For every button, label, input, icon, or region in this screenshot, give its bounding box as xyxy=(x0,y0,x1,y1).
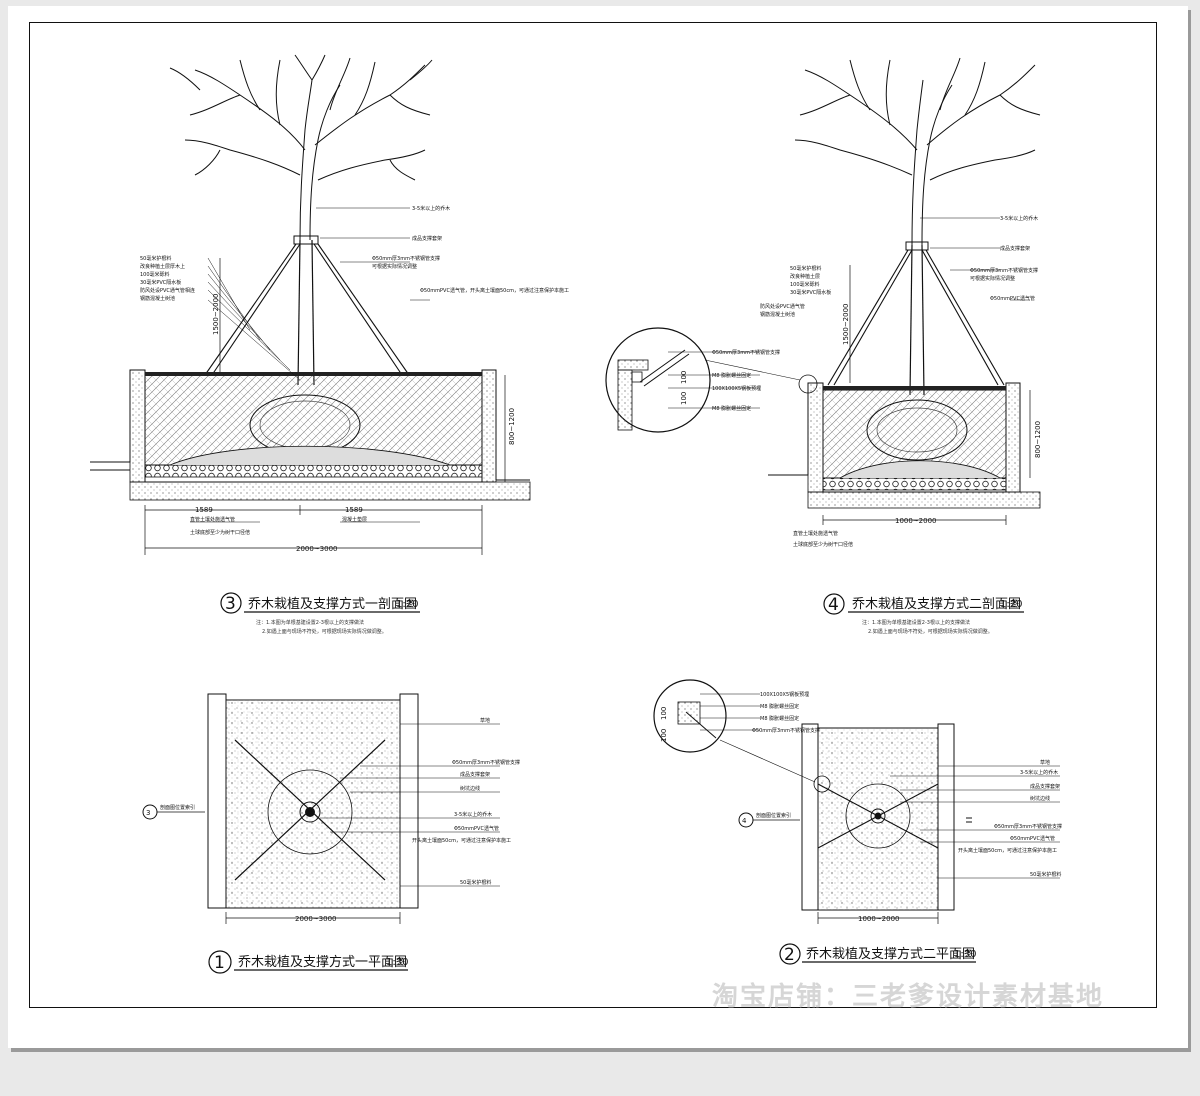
drawing-frame xyxy=(29,22,1157,1008)
s3-title: 乔木栽植及支撑方式一剖面图 xyxy=(248,596,417,612)
s3-right-label-2: Φ50mm厚3mm不锈钢管支撑 xyxy=(372,255,440,262)
s4-left-label-3: 30毫米PVC隔水板 xyxy=(790,289,831,296)
p1-label-1: Φ50mm厚3mm不锈钢管支撑 xyxy=(452,759,520,766)
s4-detail-label-0: Φ50mm厚3mm不锈钢管支撑 xyxy=(712,349,780,356)
p1-number: 1 xyxy=(214,953,225,973)
s3-right-label-0: 3-5米以上的乔木 xyxy=(412,205,450,212)
p2-side-number: 4 xyxy=(742,817,747,825)
p1-dim-0: 2000~3000 xyxy=(295,915,337,923)
tree-crown-icon xyxy=(794,57,1041,246)
p2-label-1: 3-5米以上的乔木 xyxy=(1020,769,1058,776)
p2-number: 2 xyxy=(784,945,795,965)
p2-dim-2: 100 xyxy=(660,729,668,742)
s3-dim-4: 800~1200 xyxy=(508,408,516,445)
p2-detail-label-1: M8 膨胀螺丝固定 xyxy=(760,703,799,710)
s4-right-label-0: 3-5米以上的乔木 xyxy=(1000,215,1038,222)
p2-label-3: 树坑边线 xyxy=(1030,795,1050,802)
p2-label-7: 50毫米护根料 xyxy=(1030,871,1061,878)
p1-label-5: Φ50mmPVC透气管 xyxy=(454,825,499,832)
s3-left-label-0: 50毫米护根料 xyxy=(140,255,171,262)
s4-title: 乔木栽植及支撑方式二剖面图 xyxy=(852,596,1021,612)
s4-right-label-3: 可根据实际情况调整 xyxy=(970,275,1015,282)
p1-left-label: 剖面图位置索引 xyxy=(160,804,195,811)
s3-dim-1: 1589 xyxy=(345,506,363,514)
p2-label-5: Φ50mmPVC透气管 xyxy=(1010,835,1055,842)
s3-right-label-4: Φ50mmPVC透气管，开头离土壤面50cm，可通过注意保护本施工 xyxy=(420,287,569,294)
s4-dim-0: 1000~2000 xyxy=(895,517,937,525)
p2-detail-label-0: 100X100X5钢板预埋 xyxy=(760,691,809,698)
s4-dim-3: 100 xyxy=(680,371,688,384)
section-3-drawing xyxy=(90,54,531,555)
p2-detail-label-3: Φ50mm厚3mm不锈钢管支撑 xyxy=(752,727,820,734)
s4-left-label-5: 钢筋混凝土树池 xyxy=(760,311,795,318)
s4-left-label-4: 防风处设PVC通气管 xyxy=(760,303,805,310)
s4-left-label-2: 100毫米砾料 xyxy=(790,281,820,288)
p1-number-circle xyxy=(208,950,232,974)
tree-crown-icon xyxy=(169,54,433,241)
plan-1-drawing xyxy=(142,693,500,924)
p1-label-7: 50毫米护根料 xyxy=(460,879,491,886)
s3-dim-3: 1500~2000 xyxy=(212,294,220,336)
p1-label-3: 树坑边线 xyxy=(460,785,480,792)
s3-right-label-3: 可根据实际情况调整 xyxy=(372,263,417,270)
p2-label-4: Φ50mm厚3mm不锈钢管支撑 xyxy=(994,823,1062,830)
p1-scale: 1:30 xyxy=(386,957,408,968)
s3-left-label-1: 改良种植土层厚木上 xyxy=(140,263,185,270)
section-4-drawing xyxy=(605,57,1041,525)
s3-note-1: 2.如遇上面与现场不符处，可根据现场实际情况做调整。 xyxy=(262,628,387,635)
s4-right-label-1: 成品支撑套架 xyxy=(1000,245,1030,252)
drawing-sheet xyxy=(8,6,1188,1048)
s4-detail-label-3: M8 膨胀螺丝固定 xyxy=(712,405,751,412)
p2-dim-0: 1000~2000 xyxy=(858,915,900,923)
s3-dim-0: 1589 xyxy=(195,506,213,514)
p2-title: 乔木栽植及支撑方式二平面图 xyxy=(806,946,975,962)
p2-left-label: 剖面图位置索引 xyxy=(756,812,791,819)
s4-detail-label-1: M8 膨胀螺丝固定 xyxy=(712,372,751,379)
s4-left-label-0: 50毫米护根料 xyxy=(790,265,821,272)
s4-dim-1: 1500~2000 xyxy=(842,304,850,346)
p1-label-0: 草地 xyxy=(480,717,490,724)
s4-right-label-2: Φ50mm厚3mm不锈钢管支撑 xyxy=(970,267,1038,274)
s3-left-label-3: 30毫米PVC隔水板 xyxy=(140,279,181,286)
s3-scale: 1:20 xyxy=(396,599,418,610)
p1-label-2: 成品支撑套架 xyxy=(460,771,490,778)
s3-bottom-label-2: 混凝土垫层 xyxy=(342,516,367,523)
p1-side-number: 3 xyxy=(146,809,150,817)
p2-dim-1: 100 xyxy=(660,707,668,720)
s4-left-label-1: 改良种植土层 xyxy=(790,273,820,280)
s4-dim-2: 800~1200 xyxy=(1034,421,1042,458)
p2-label-2: 成品支撑套架 xyxy=(1030,783,1060,790)
s3-left-label-5: 钢筋混凝土树池 xyxy=(140,295,175,302)
s4-scale: 1:20 xyxy=(1000,599,1022,610)
s3-bottom-label-0: 直管土壤处施透气管 xyxy=(190,516,235,523)
s4-number-circle xyxy=(823,593,845,615)
watermark: 淘宝店铺：三老爹设计素材基地 xyxy=(712,982,1105,1012)
s3-number-circle xyxy=(220,592,242,614)
s4-note-0: 注：1.本图为单根基建设置2-3根以上的支撑做法 xyxy=(862,619,970,626)
p2-label-6: 开头离土壤面50cm，可通过注意保护本施工 xyxy=(958,847,1057,854)
s4-detail-label-2: 100X100X5钢板预埋 xyxy=(712,385,761,392)
s3-note-0: 注：1.本图为单根基建设置2-3根以上的支撑做法 xyxy=(256,619,364,626)
s4-bottom-label-1: 土球底部至少为树干口径倍 xyxy=(793,541,853,548)
plan-2-drawing xyxy=(653,679,1060,924)
s3-number: 3 xyxy=(225,594,236,614)
s3-left-label-2: 100毫米砾料 xyxy=(140,271,170,278)
s4-number: 4 xyxy=(828,595,839,615)
p1-title: 乔木栽植及支撑方式一平面图 xyxy=(238,954,407,970)
p2-label-0: 草地 xyxy=(1040,759,1050,766)
s4-bottom-label-0: 直管土壤处施透气管 xyxy=(793,530,838,537)
p1-label-6: 开头离土壤面50cm，可通过注意保护本施工 xyxy=(412,837,511,844)
s3-bottom-label-1: 土球底部至少为树干口径倍 xyxy=(190,529,250,536)
s4-right-label-4: Φ50mmPVC透气管 xyxy=(990,295,1035,302)
p2-scale: 1:30 xyxy=(954,949,976,960)
s4-note-1: 2.如遇上面与现场不符处，可根据现场实际情况做调整。 xyxy=(868,628,993,635)
p2-number-circle xyxy=(779,943,801,965)
s3-dim-2: 2000~3000 xyxy=(296,545,338,553)
s4-dim-4: 100 xyxy=(680,392,688,405)
s3-left-label-4: 防风处设PVC通气管相连 xyxy=(140,287,195,294)
p1-label-4: 3-5米以上的乔木 xyxy=(454,811,492,818)
s3-right-label-1: 成品支撑套架 xyxy=(412,235,442,242)
p2-detail-label-2: M8 膨胀螺丝固定 xyxy=(760,715,799,722)
